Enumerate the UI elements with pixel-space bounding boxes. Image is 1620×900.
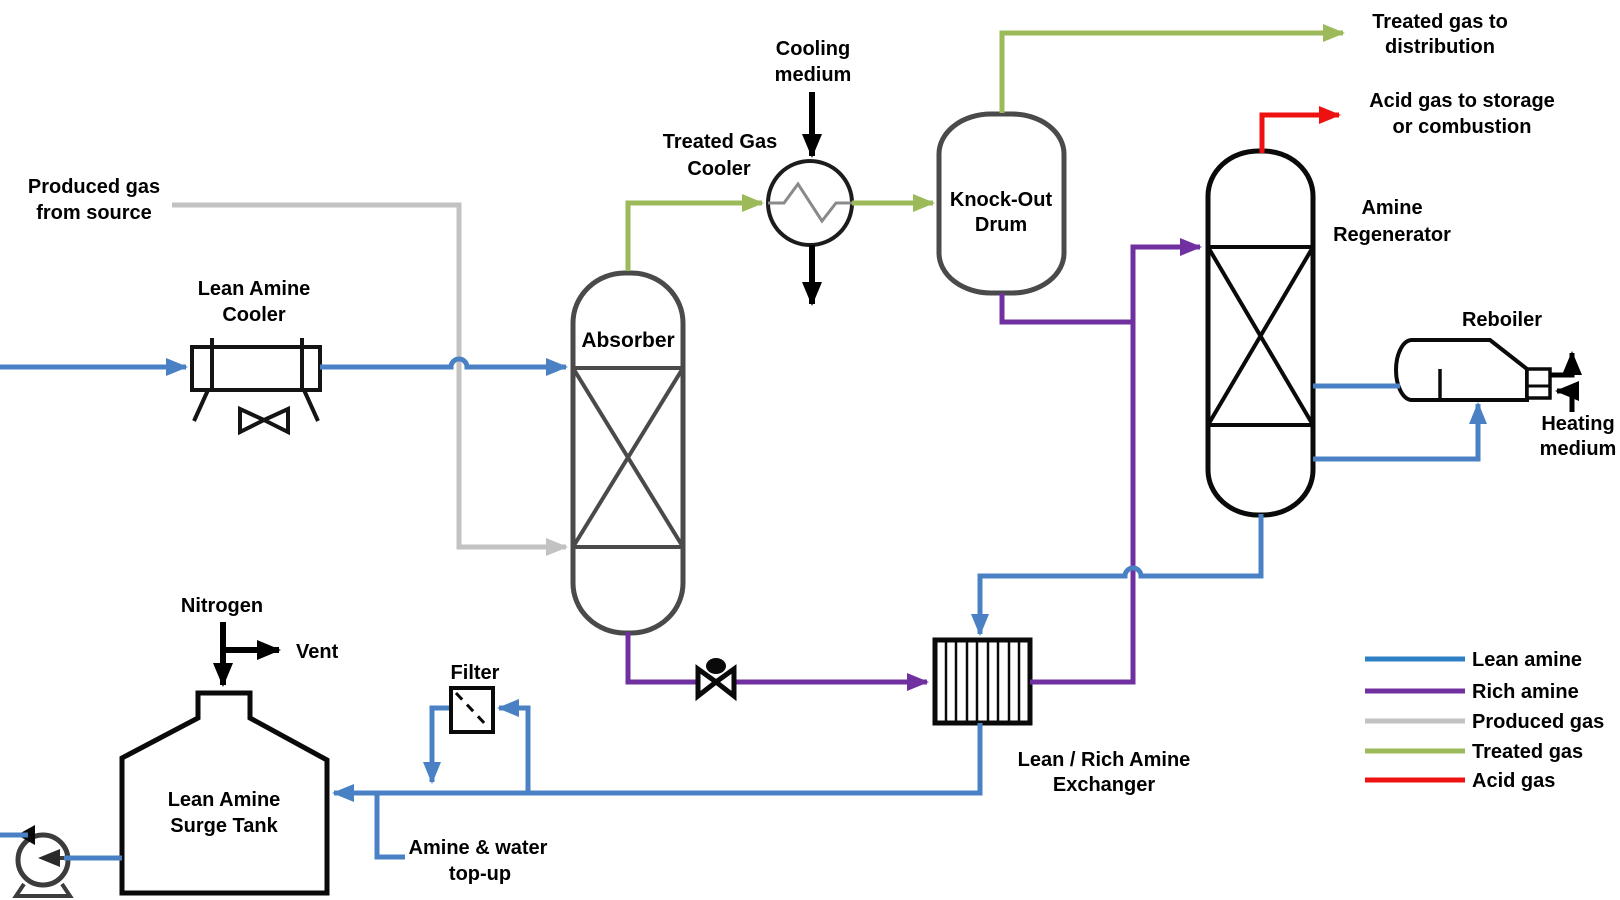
legend: Lean amine Rich amine Produced gas Treat…	[1365, 649, 1604, 792]
absorber-label: Absorber	[581, 329, 674, 352]
amine-regenerator-label-line1: Amine	[1361, 197, 1422, 219]
acid-gas-line	[1259, 106, 1341, 153]
exchanger-label-line1: Lean / Rich Amine	[1018, 749, 1191, 771]
reboiler-label: Reboiler	[1462, 309, 1542, 331]
produced-gas-label-line1: Produced gas	[28, 176, 160, 198]
cooler-leg-right	[302, 389, 320, 422]
lean-amine-line-filter-feed	[497, 699, 531, 791]
treated-gas-cooler-symbol	[766, 159, 854, 247]
produced-gas-label-line2: from source	[36, 202, 152, 224]
valve-right-wedge	[711, 664, 737, 702]
lean-amine-line-reboiler-return	[1313, 402, 1487, 462]
exchanger-plates	[944, 640, 1021, 723]
surge-tank-label-line2: Surge Tank	[170, 815, 278, 837]
treated-gas-out-label-line1: Treated gas to	[1372, 11, 1508, 33]
lean-rich-exchanger-symbol	[932, 637, 1033, 726]
vent-label: Vent	[296, 641, 339, 663]
legend-label-produced-gas: Produced gas	[1472, 711, 1604, 733]
filter-label: Filter	[451, 662, 500, 684]
heating-medium-label-line2: medium	[1540, 438, 1617, 460]
lean-amine-line-regenerator-to-exchanger	[971, 514, 1264, 636]
cooling-medium-label-line1: Cooling	[776, 38, 850, 60]
treated-gas-cooler-label-line1: Treated Gas	[663, 131, 778, 153]
heating-medium-label-line1: Heating	[1541, 413, 1614, 435]
treated-gas-line-to-distribution	[999, 24, 1345, 113]
acid-gas-out-label-line1: Acid gas to storage	[1369, 90, 1555, 112]
filter-diagonal	[454, 691, 490, 729]
knock-out-drum-label-line2: Drum	[975, 214, 1027, 236]
treated-gas-cooler-label-line2: Cooler	[687, 158, 751, 180]
exchanger-body	[932, 637, 1033, 726]
letdown-valve-icon	[695, 658, 737, 702]
absorber-vessel	[570, 270, 686, 636]
valve-actuator	[706, 658, 726, 674]
amine-water-topup-label-line2: top-up	[449, 863, 511, 885]
amine-regenerator-label-line2: Regenerator	[1333, 224, 1451, 246]
filter-symbol	[449, 686, 495, 734]
fan-blade-left	[238, 405, 269, 436]
produced-gas-line	[172, 202, 568, 556]
reboiler-symbol	[1394, 338, 1552, 402]
exchanger-label-line2: Exchanger	[1053, 774, 1155, 796]
lean-amine-cooler-label-line1: Lean Amine	[198, 278, 311, 300]
cooler-leg-left	[192, 389, 210, 422]
reboiler-body	[1394, 338, 1529, 402]
legend-label-lean-amine: Lean amine	[1472, 649, 1582, 671]
amine-water-topup-label-line1: Amine & water	[409, 837, 548, 859]
pump-symbol	[12, 825, 74, 898]
absorber-symbol	[570, 270, 686, 636]
fan-blade-right	[259, 405, 290, 436]
lean-amine-line-exchanger-to-tank	[332, 723, 983, 802]
absorber-packing-x2	[571, 366, 685, 549]
treated-gas-out-label-line2: distribution	[1385, 36, 1495, 58]
tg-cooler-coil	[768, 181, 852, 224]
heating-medium-out-line	[1550, 351, 1582, 378]
lean-amine-cooler-label-line2: Cooler	[222, 304, 286, 326]
pump-suction-arrow-icon	[38, 849, 60, 867]
pump-base	[12, 882, 74, 898]
rich-amine-line-absorber-to-exchanger	[625, 632, 929, 691]
surge-tank-label-line1: Lean Amine	[168, 789, 281, 811]
lean-amine-line-filter-return	[423, 705, 449, 784]
amine-water-topup-line	[374, 791, 405, 860]
lean-amine-line-to-absorber	[320, 356, 568, 376]
cooling-medium-label-line2: medium	[775, 64, 852, 86]
treated-gas-line-absorber-to-cooler	[625, 194, 764, 271]
knock-out-drum-label-line1: Knock-Out	[950, 189, 1053, 211]
rich-amine-line-exchanger-to-regenerator	[1030, 238, 1202, 685]
surge-tank-symbol	[119, 690, 330, 896]
reboiler-nozzle	[1525, 367, 1552, 400]
acid-gas-out-label-line2: or combustion	[1393, 116, 1532, 138]
regenerator-packing-x2	[1206, 245, 1315, 427]
rich-amine-line-drum-condensate	[999, 293, 1131, 325]
heating-medium-in-line	[1555, 381, 1579, 412]
valve-left-wedge	[695, 664, 721, 702]
legend-label-acid-gas: Acid gas	[1472, 770, 1555, 792]
amine-regenerator-symbol	[1205, 148, 1316, 518]
legend-label-rich-amine: Rich amine	[1472, 681, 1579, 703]
nitrogen-label: Nitrogen	[181, 595, 263, 617]
lean-amine-cooler-symbol	[190, 338, 322, 436]
legend-label-treated-gas: Treated gas	[1472, 741, 1583, 763]
